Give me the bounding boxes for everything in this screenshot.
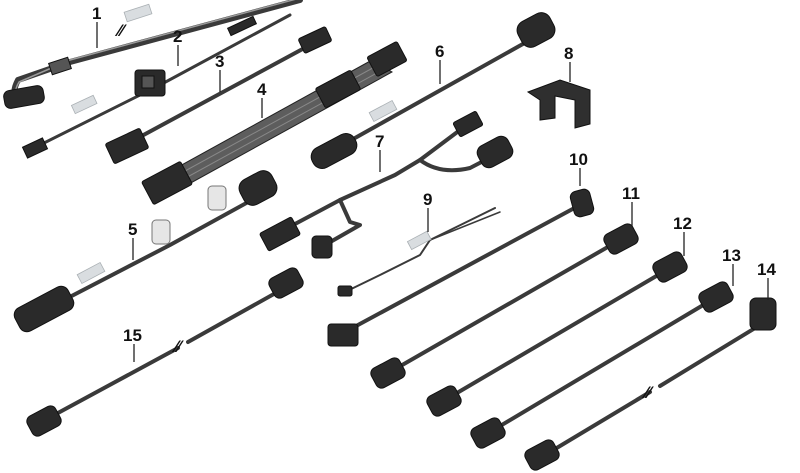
callout-7: 7	[375, 132, 384, 151]
part-7-harness	[259, 111, 514, 259]
callout-5: 5	[128, 220, 137, 239]
callout-1: 1	[92, 4, 101, 23]
leader-lines	[96, 22, 769, 362]
part-11-cable	[370, 223, 639, 389]
part-8-bracket	[526, 79, 591, 129]
callout-8: 8	[564, 44, 573, 63]
part-2-cable	[21, 13, 292, 159]
part-5-cable	[13, 170, 278, 333]
svg-text:⁄⁄: ⁄⁄	[641, 383, 654, 402]
part-13-cable	[470, 281, 734, 449]
callout-14: 14	[757, 260, 776, 279]
part-1-cable: ⁄⁄	[3, 0, 303, 109]
callout-labels: 1 2 3 4 5 6 7 8 9 10 11 12 13 14 15	[92, 4, 776, 345]
part-3-cable	[105, 26, 332, 164]
part-14-cable: ⁄⁄	[524, 297, 777, 471]
part-9-wire	[337, 207, 501, 297]
callout-10: 10	[569, 150, 588, 169]
callout-3: 3	[215, 52, 224, 71]
part-10-cable	[327, 188, 595, 347]
callout-13: 13	[722, 246, 741, 265]
svg-text:⁄⁄: ⁄⁄	[171, 337, 184, 356]
callout-15: 15	[123, 326, 142, 345]
callout-6: 6	[435, 42, 444, 61]
svg-text:⁄⁄: ⁄⁄	[114, 21, 127, 40]
callout-4: 4	[257, 80, 267, 99]
part-15-cable: ⁄⁄	[26, 267, 304, 437]
part-6-cable	[310, 12, 556, 169]
callout-11: 11	[622, 184, 640, 203]
part-4-ribbon-harness	[141, 41, 407, 205]
callout-12: 12	[673, 214, 692, 233]
callout-2: 2	[173, 27, 182, 46]
part-12-cable	[426, 251, 688, 417]
callout-9: 9	[423, 190, 432, 209]
